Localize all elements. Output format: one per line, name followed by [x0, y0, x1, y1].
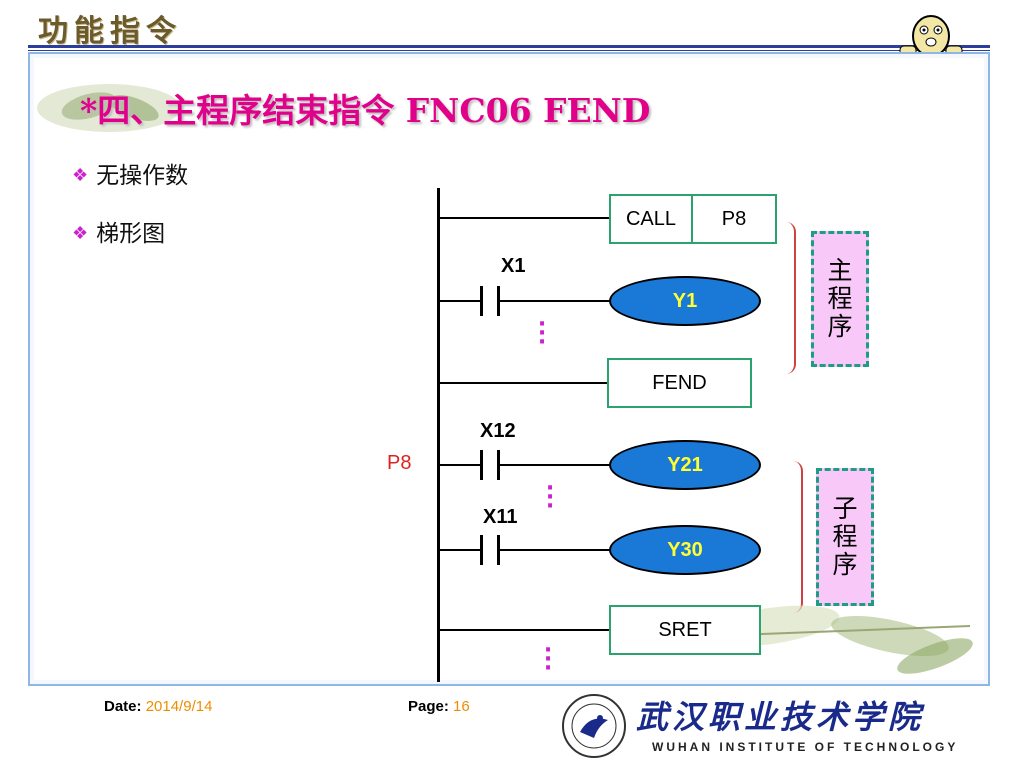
rung-wire [440, 629, 610, 631]
institute-logo-icon [560, 692, 628, 760]
contact-x12 [480, 450, 500, 480]
date-value: 2014/9/14 [145, 698, 213, 715]
rung-wire [440, 549, 480, 551]
fend-instruction-box: FEND [607, 358, 752, 408]
ladder-left-rail [437, 188, 440, 682]
slide-title: *四、主程序结束指令 FNC06 FEND [80, 91, 651, 130]
coil-y1: Y1 [609, 276, 761, 326]
contact-label-x12: X12 [480, 420, 516, 442]
pointer-label-p8: P8 [387, 452, 412, 474]
leaf-decoration [34, 78, 184, 138]
rung-wire [500, 300, 612, 302]
rung-wire [440, 217, 610, 219]
rung-wire [440, 300, 480, 302]
diamond-bullet-icon: ❖ [72, 223, 89, 244]
footer-date: Date: 2014/9/14 [104, 698, 213, 715]
coil-y30: Y30 [609, 525, 761, 575]
bullet-item: ❖ 无操作数 [72, 156, 188, 190]
ellipsis-dots: ··· [537, 312, 547, 355]
contact-label-x11: X11 [483, 506, 518, 528]
rung-wire [440, 382, 610, 384]
main-program-label: 主 程 序 [811, 231, 869, 367]
contact-x11 [480, 535, 500, 565]
page-number: 16 [453, 698, 470, 715]
institute-name-en: WUHAN INSTITUTE OF TECHNOLOGY [652, 740, 959, 754]
institute-name-cn: 武汉职业技术学院 [636, 698, 925, 736]
ellipsis-dots: ··· [543, 638, 553, 681]
rung-wire [440, 464, 480, 466]
sub-program-label: 子 程 序 [816, 468, 874, 606]
call-operand: P8 [721, 207, 747, 230]
header-rule [28, 45, 990, 48]
main-program-brace [786, 222, 796, 374]
bullet-text: 无操作数 [96, 163, 189, 189]
call-instruction-box: CALL P8 [609, 194, 777, 244]
rung-wire [500, 549, 612, 551]
ellipsis-dots: ··· [545, 476, 555, 519]
call-mnemonic: CALL [611, 196, 693, 242]
header-rule-thin [28, 50, 990, 51]
contact-x1 [480, 286, 500, 316]
sret-instruction-box: SRET [609, 605, 761, 655]
bullet-text: 梯形图 [96, 221, 166, 247]
bullet-item: ❖ 梯形图 [72, 214, 165, 248]
header-title: 功能指令 [38, 14, 182, 49]
contact-label-x1: X1 [501, 255, 526, 277]
footer-page: Page: 16 [408, 698, 470, 715]
sub-program-brace [793, 461, 803, 613]
rung-wire [500, 464, 612, 466]
diamond-bullet-icon: ❖ [72, 165, 89, 186]
coil-y21: Y21 [609, 440, 761, 490]
